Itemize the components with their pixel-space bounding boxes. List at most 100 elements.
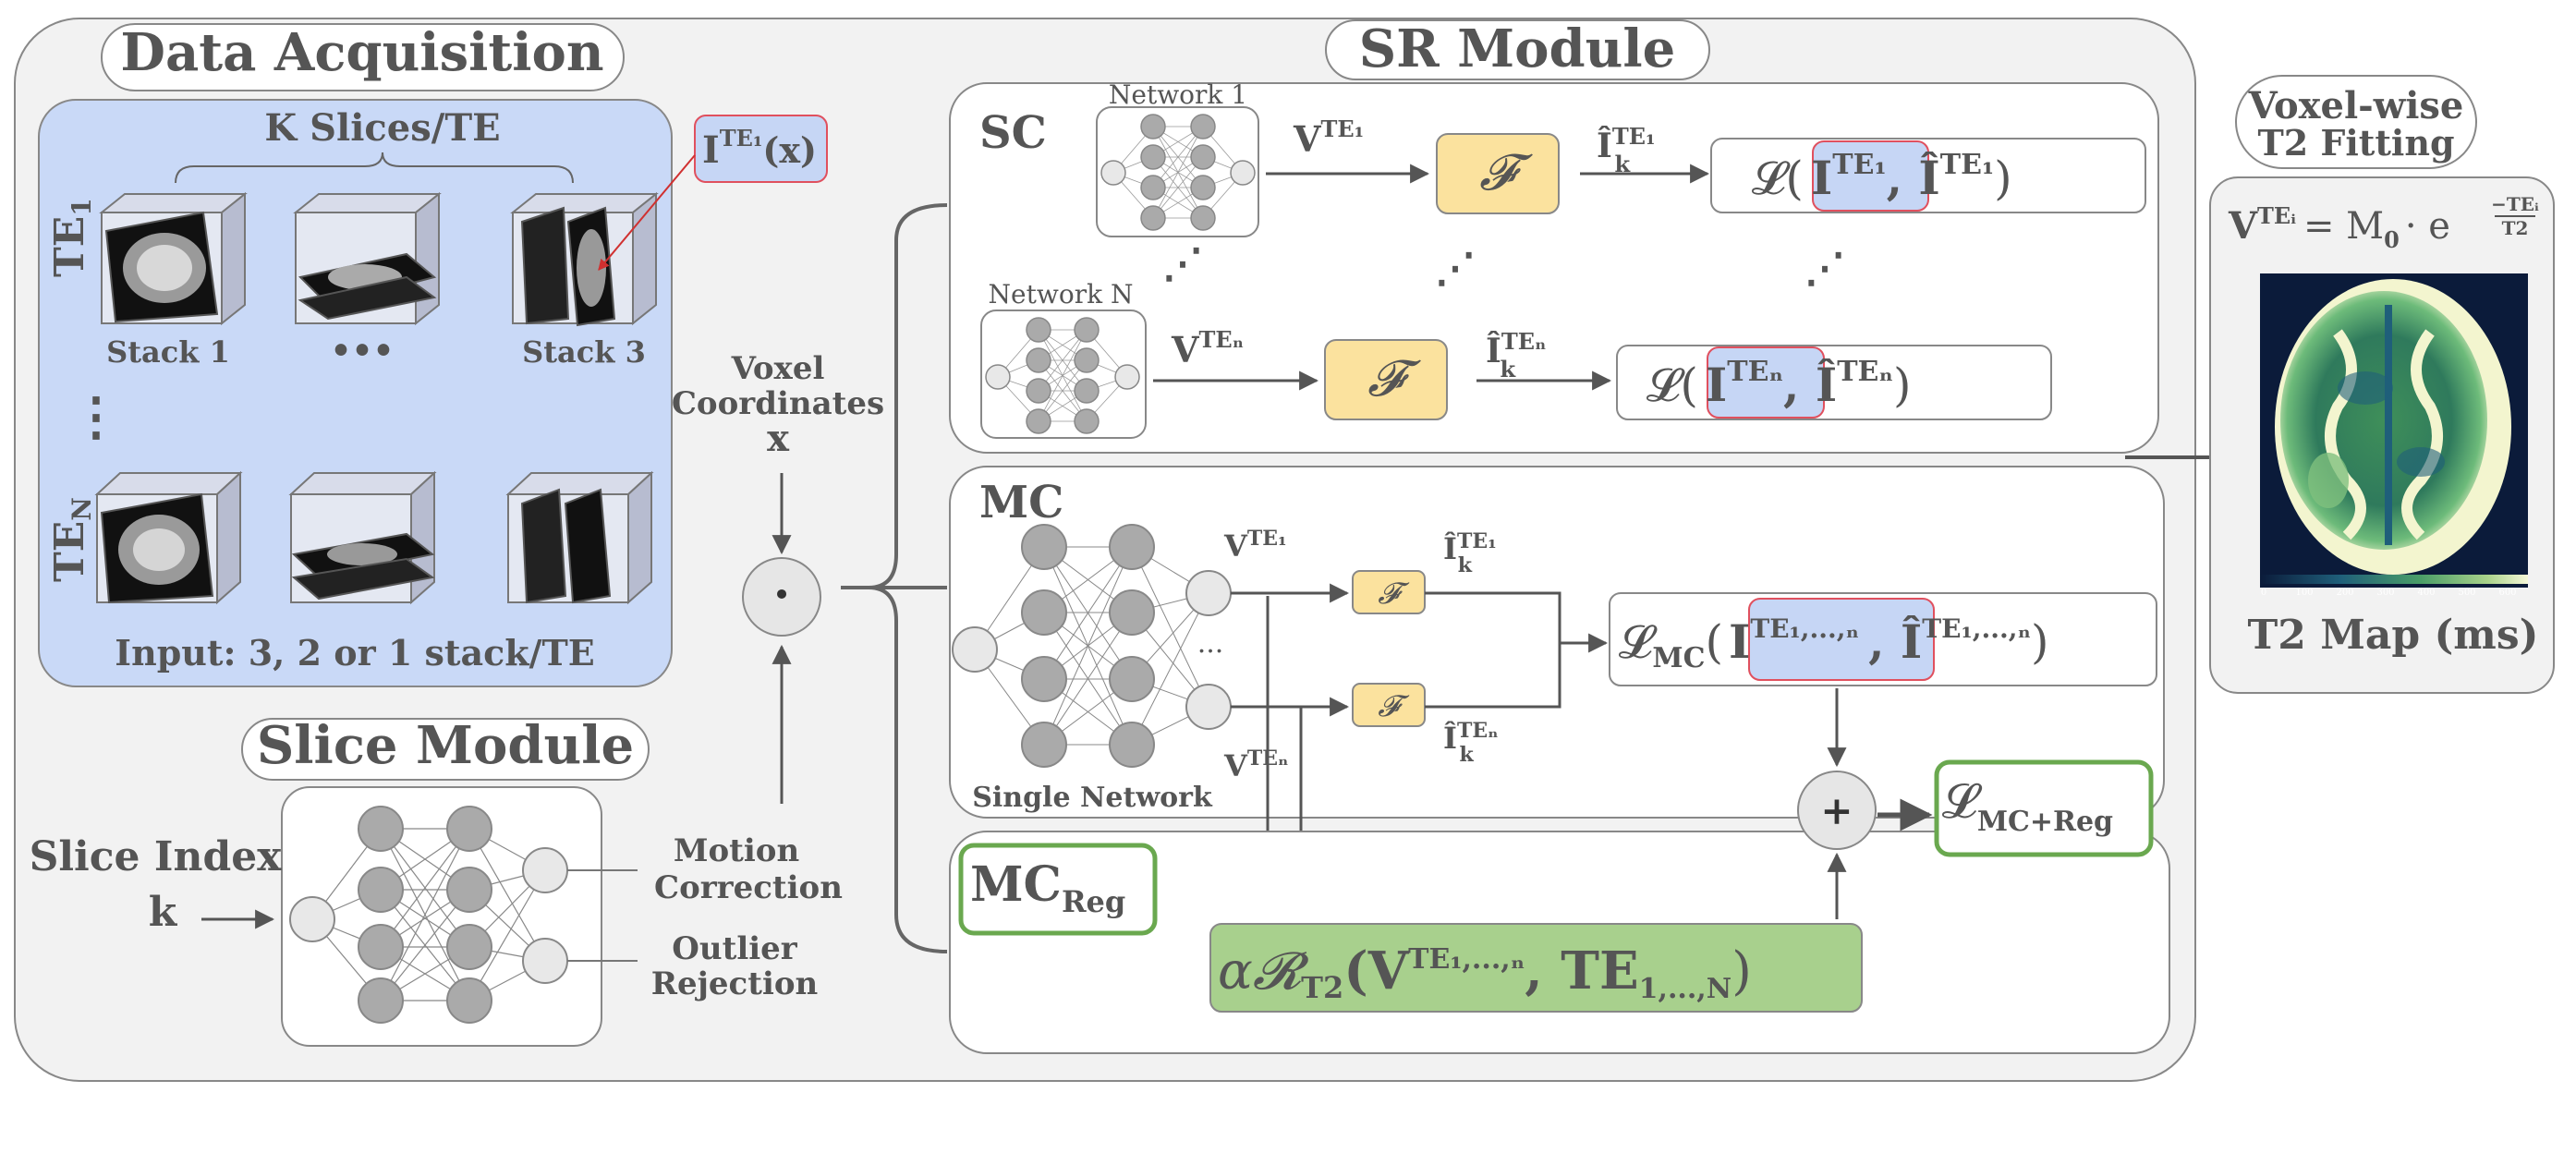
slice-module-title: Slice Module — [257, 715, 634, 776]
slice-network-box — [281, 786, 602, 1047]
sc-lossN-text: 𝓛(ITEₙ, ÎTEₙ) — [1646, 356, 1912, 412]
stack-cube-ten-1 — [94, 470, 243, 605]
ten-row-label: TEN — [46, 497, 97, 582]
sc-label: SC — [979, 107, 1047, 159]
sc-vN-label: VTEₙ — [1171, 326, 1244, 370]
input-stacks-text: Input: 3, 2 or 1 stack/TE — [115, 632, 594, 674]
mc-loss-text: 𝓛MC(ITE₁,...,ₙ, ÎTE₁,...,ₙ) — [1619, 613, 2049, 674]
module-brace — [841, 203, 948, 589]
k-slices-label: K Slices/TE — [264, 106, 500, 150]
plus-symbol: + — [1820, 788, 1853, 833]
colorbar-tick-1: 100 — [2295, 588, 2313, 598]
network-edge — [468, 828, 546, 962]
te-vdots: ⋮ — [70, 386, 122, 447]
mc-merge-line — [1425, 591, 1561, 709]
mc-loss-highlight — [1748, 598, 1935, 681]
te1-row-label: TE1 — [46, 198, 97, 277]
voxel-label-2: Coordinates — [672, 385, 884, 422]
network-edge — [1038, 329, 1088, 392]
t2-title-2: T2 Fitting — [2257, 122, 2454, 164]
mcreg-label: MCReg — [970, 856, 1125, 919]
network-edge — [1043, 612, 1133, 746]
voxel-label-3: x — [767, 417, 790, 460]
sc-dots-2: ⋰ — [1435, 245, 1476, 292]
network1-label: Network 1 — [1109, 79, 1247, 110]
t2-title-pill — [2235, 75, 2477, 169]
motion-label: Motion — [674, 832, 799, 869]
data-acquisition-title-pill — [101, 23, 625, 91]
slice-network-nodes — [289, 806, 568, 1024]
rejection-label: Rejection — [651, 965, 819, 1002]
colorbar-tick-2: 200 — [2336, 588, 2353, 598]
network1-nodes — [1100, 114, 1256, 231]
t2-colorbar-ticks: 0 100 200 300 400 500 600 — [2261, 588, 2517, 598]
sc-dots-1: ⋰ — [1162, 240, 1203, 287]
network-edge — [1038, 329, 1088, 422]
mcreg-label-box — [958, 843, 1158, 936]
t2-eq-numerator: −TEᵢ — [2491, 193, 2539, 215]
t2-map-label: T2 Map (ms) — [2248, 612, 2539, 659]
sc-f-box-1 — [1436, 133, 1560, 214]
sc-lossN-highlight — [1707, 346, 1825, 419]
reg-term-text: α𝓡T2(VTE₁,...,ₙ, TE1,...,N) — [1218, 941, 1752, 1005]
stack-cube-ten-2 — [288, 470, 437, 605]
colorbar-tick-4: 400 — [2417, 588, 2435, 598]
mc-v1-label: VTE₁ — [1223, 527, 1287, 564]
sc-v1-label: VTE₁ — [1293, 115, 1364, 160]
t2-title-1: Voxel-wise — [2248, 84, 2464, 127]
colorbar-tick-3: 300 — [2376, 588, 2394, 598]
stack-cube-ten-3 — [505, 470, 654, 605]
t2-colorbar — [2260, 575, 2528, 584]
dot-product-symbol: · — [773, 564, 791, 624]
stack1-label: Stack 1 — [106, 334, 230, 370]
network-edge — [1152, 126, 1204, 219]
network-edge — [1038, 359, 1088, 422]
total-loss-box — [1934, 759, 2154, 857]
mc-label: MC — [979, 477, 1063, 528]
network-edge — [1152, 126, 1204, 188]
colorbar-tick-5: 500 — [2458, 588, 2475, 598]
outlier-label: Outlier — [672, 930, 798, 967]
pixel-label: ITE₁(x) — [702, 125, 817, 172]
data-acquisition-title: Data Acquisition — [120, 22, 603, 83]
stack-cube-te1-3 — [510, 191, 659, 327]
correction-label: Correction — [654, 869, 843, 906]
single-network-label: Single Network — [972, 782, 1213, 814]
network-edge — [1043, 546, 1133, 746]
slice-k-label: k — [149, 889, 178, 936]
pixel-label-box — [694, 115, 828, 183]
t2-eq-denominator: T2 — [2502, 217, 2529, 239]
mc-f-box-N — [1352, 683, 1426, 727]
sc-f-box-N — [1324, 339, 1448, 420]
total-loss-text: 𝓛MC+Reg — [1942, 774, 2113, 838]
colorbar-tick-0: 0 — [2261, 588, 2266, 598]
mc-panel — [949, 466, 2165, 819]
voxel-label-1: Voxel — [731, 350, 825, 387]
plus-node — [1797, 771, 1877, 850]
network-edge — [380, 828, 470, 1001]
network-edge — [380, 828, 470, 948]
slice-index-label: Slice Index — [30, 833, 283, 880]
t2-map-image — [2260, 273, 2528, 588]
network-edge — [1152, 156, 1204, 219]
colorbar-tick-6: 600 — [2498, 588, 2516, 598]
slice-module-title-pill — [241, 718, 650, 781]
dot-product-node — [742, 557, 821, 637]
networkN-label: Network N — [989, 279, 1134, 309]
sr-module-title-pill — [1325, 19, 1710, 80]
sc-dots-3: ⋰ — [1804, 245, 1845, 292]
pixel-pointer-arrow — [598, 154, 696, 271]
k-slices-brace — [175, 152, 574, 184]
t2-equation: VTEᵢ= M0· e — [2228, 202, 2450, 253]
sc-loss1-text: 𝓛(ITE₁, ÎTE₁) — [1752, 149, 2012, 205]
stack3-label: Stack 3 — [522, 334, 646, 370]
network-edge — [1131, 546, 1209, 708]
networkN-nodes — [985, 317, 1140, 434]
sc-loss1-highlight — [1812, 140, 1929, 212]
stack-cube-te1-2 — [293, 191, 442, 326]
